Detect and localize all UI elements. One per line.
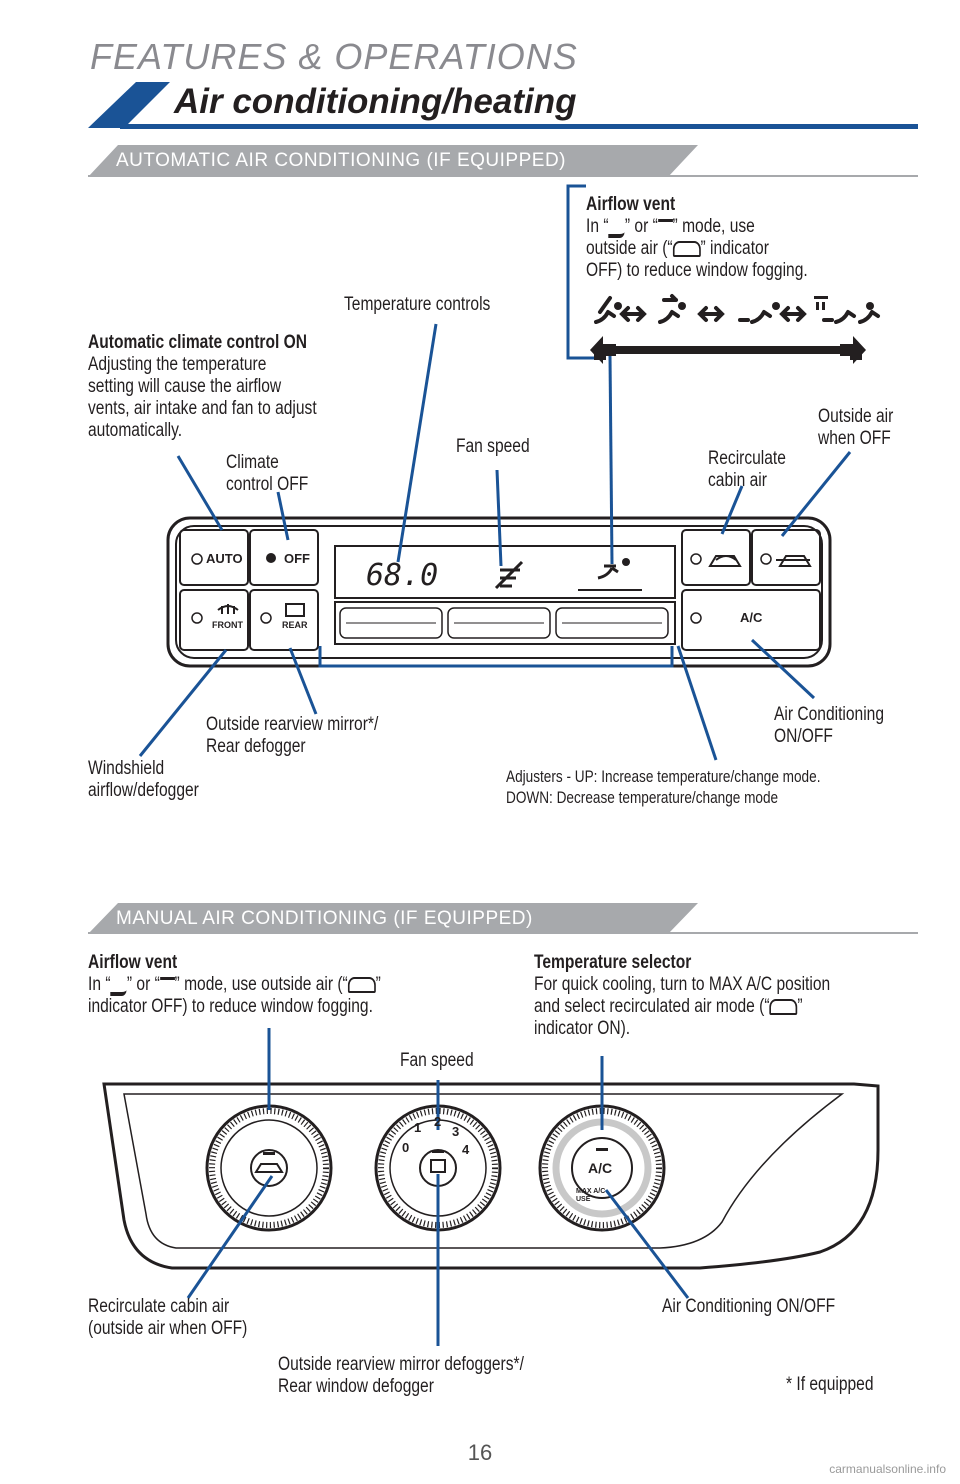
manual-airflow-text: ” mode, use outside air (“ bbox=[174, 974, 348, 996]
manual-section-bar bbox=[88, 903, 698, 934]
airflow-vent-callout: Airflow vent In “ ” or “ ” mode, use outsi… bbox=[586, 194, 808, 282]
category-heading: FEATURES & OPERATIONS bbox=[90, 36, 578, 77]
floor-mode-icon bbox=[608, 216, 625, 238]
temperature-selector-text: and select recirculated air mode (“ bbox=[534, 996, 770, 1017]
manual-airflow-vent-callout: Airflow vent In “ ” or “ ” mode, use outsi… bbox=[88, 952, 381, 1018]
ac-onoff-label: Air Conditioning ON/OFF bbox=[774, 704, 884, 748]
recirculate-icon bbox=[347, 977, 376, 993]
fan-speed-3: 3 bbox=[452, 1124, 460, 1139]
automatic-on-text: setting will cause the airflow bbox=[88, 376, 282, 397]
climate-off-button[interactable]: OFF bbox=[284, 551, 310, 566]
recirculate-text: cabin air bbox=[708, 470, 767, 491]
title-accent bbox=[88, 82, 170, 128]
page-title: Air conditioning/heating bbox=[174, 82, 577, 121]
manual-airflow-text: In “ bbox=[88, 974, 111, 996]
airflow-text: ” indicator bbox=[700, 238, 769, 260]
temperature-selector-title: Temperature selector bbox=[534, 952, 692, 973]
outside-air-text: Outside air bbox=[818, 406, 894, 427]
temperature-controls-label: Temperature controls bbox=[344, 294, 491, 315]
ac-onoff-text: ON/OFF bbox=[774, 726, 833, 747]
footnote: * If equipped bbox=[786, 1374, 874, 1395]
max-ac-label: MAX A/C USE bbox=[576, 1188, 605, 1204]
manual-climate-panel bbox=[102, 1082, 880, 1270]
auto-button[interactable]: AUTO bbox=[206, 551, 243, 566]
manual-airflow-title: Airflow vent bbox=[88, 952, 178, 973]
temperature-knob[interactable] bbox=[565, 1130, 639, 1204]
auto-climate-panel bbox=[166, 516, 832, 668]
outside-air-text: when OFF bbox=[818, 428, 891, 449]
adjusters-text: Adjusters - UP: Increase temperature/cha… bbox=[506, 767, 821, 786]
adjusters-text: DOWN: Decrease temperature/change mode bbox=[506, 788, 779, 807]
adjusters-label: Adjusters - UP: Increase temperature/cha… bbox=[506, 766, 820, 808]
fan-speed-knob[interactable] bbox=[401, 1130, 475, 1204]
watermark: carmanualsonline.info bbox=[829, 1462, 946, 1476]
fan-speed-2: 2 bbox=[434, 1114, 442, 1129]
fan-speed-label: Fan speed bbox=[456, 436, 530, 457]
defrost-mode-icon bbox=[657, 218, 673, 236]
auto-section-heading: AUTOMATIC AIR CONDITIONING (IF EQUIPPED) bbox=[116, 150, 566, 171]
climate-off-text: Climate bbox=[226, 452, 279, 473]
temperature-selector-callout: Temperature selector For quick cooling, … bbox=[534, 952, 830, 1040]
rear-defrost-button[interactable]: REAR bbox=[282, 620, 308, 630]
manual-airflow-text: ” or “ bbox=[126, 974, 160, 996]
temperature-selector-text: ” bbox=[797, 996, 803, 1017]
recirculate-label: Recirculate cabin air bbox=[708, 448, 786, 492]
manual-fan-speed-label: Fan speed bbox=[400, 1050, 474, 1071]
manual-recirculate-text: (outside air when OFF) bbox=[88, 1318, 248, 1339]
leader-auto bbox=[176, 455, 224, 531]
climate-off-text: control OFF bbox=[226, 474, 309, 495]
automatic-on-text: Adjusting the temperature bbox=[88, 354, 267, 375]
airflow-text: In “ bbox=[586, 216, 609, 238]
manual-airflow-text: indicator OFF) to reduce window fogging. bbox=[88, 996, 373, 1018]
fan-speed-0: 0 bbox=[402, 1140, 410, 1155]
auto-section-bar bbox=[88, 145, 698, 177]
defrost-mode-icon bbox=[159, 976, 175, 994]
airflow-text: OFF) to reduce window fogging. bbox=[586, 260, 808, 282]
front-defrost-button[interactable]: FRONT bbox=[212, 620, 243, 630]
automatic-on-callout: Automatic climate control ON Adjusting t… bbox=[88, 332, 317, 442]
manual-ac-button[interactable]: A/C bbox=[588, 1160, 613, 1176]
automatic-on-title: Automatic climate control ON bbox=[88, 332, 308, 353]
outside-air-label: Outside air when OFF bbox=[818, 406, 893, 450]
temperature-display: 68.0 bbox=[366, 558, 439, 593]
airflow-text: ” mode, use bbox=[672, 216, 755, 238]
manual-mirror-defoggers-text: Rear window defogger bbox=[278, 1376, 434, 1397]
mirror-defogger-label: Outside rearview mirror*/ Rear defogger bbox=[206, 714, 378, 758]
fan-speed-4: 4 bbox=[462, 1142, 470, 1157]
manual-section-heading: MANUAL AIR CONDITIONING (IF EQUIPPED) bbox=[116, 908, 533, 929]
airflow-vent-title: Airflow vent bbox=[586, 194, 676, 215]
max-ac-text: MAX A/C bbox=[576, 1188, 606, 1195]
windshield-text: airflow/defogger bbox=[88, 780, 199, 801]
ac-onoff-text: Air Conditioning bbox=[774, 704, 884, 725]
airflow-mode-knob[interactable] bbox=[232, 1130, 306, 1204]
automatic-on-text: automatically. bbox=[88, 420, 183, 441]
manual-mirror-defoggers-text: Outside rearview mirror defoggers*/ bbox=[278, 1354, 524, 1375]
recirculate-text: Recirculate bbox=[708, 448, 786, 469]
manual-mirror-defoggers-label: Outside rearview mirror defoggers*/ Rear… bbox=[278, 1354, 524, 1398]
manual-airflow-text: ” bbox=[375, 974, 381, 996]
recirculate-icon bbox=[672, 241, 701, 257]
windshield-text: Windshield bbox=[88, 758, 165, 779]
mirror-defogger-text: Rear defogger bbox=[206, 736, 306, 757]
manual-recirculate-text: Recirculate cabin air bbox=[88, 1296, 230, 1317]
floor-mode-icon bbox=[110, 974, 127, 996]
max-ac-text: USE bbox=[576, 1196, 591, 1203]
automatic-on-text: vents, air intake and fan to adjust bbox=[88, 398, 317, 419]
airflow-text: outside air (“ bbox=[586, 238, 673, 260]
manual-recirculate-label: Recirculate cabin air (outside air when … bbox=[88, 1296, 247, 1340]
temperature-selector-text: For quick cooling, turn to MAX A/C posit… bbox=[534, 974, 831, 995]
page-number: 16 bbox=[467, 1440, 493, 1465]
recirculate-icon bbox=[769, 998, 798, 1015]
airflow-text: ” or “ bbox=[624, 216, 658, 238]
ac-button[interactable]: A/C bbox=[740, 610, 763, 625]
climate-off-label: Climate control OFF bbox=[226, 452, 308, 496]
fan-speed-1: 1 bbox=[414, 1120, 422, 1135]
windshield-label: Windshield airflow/defogger bbox=[88, 758, 199, 802]
mirror-defogger-text: Outside rearview mirror*/ bbox=[206, 714, 379, 735]
title-underline bbox=[120, 124, 918, 129]
manual-ac-onoff-label: Air Conditioning ON/OFF bbox=[662, 1296, 836, 1317]
temperature-selector-text: indicator ON). bbox=[534, 1018, 631, 1039]
